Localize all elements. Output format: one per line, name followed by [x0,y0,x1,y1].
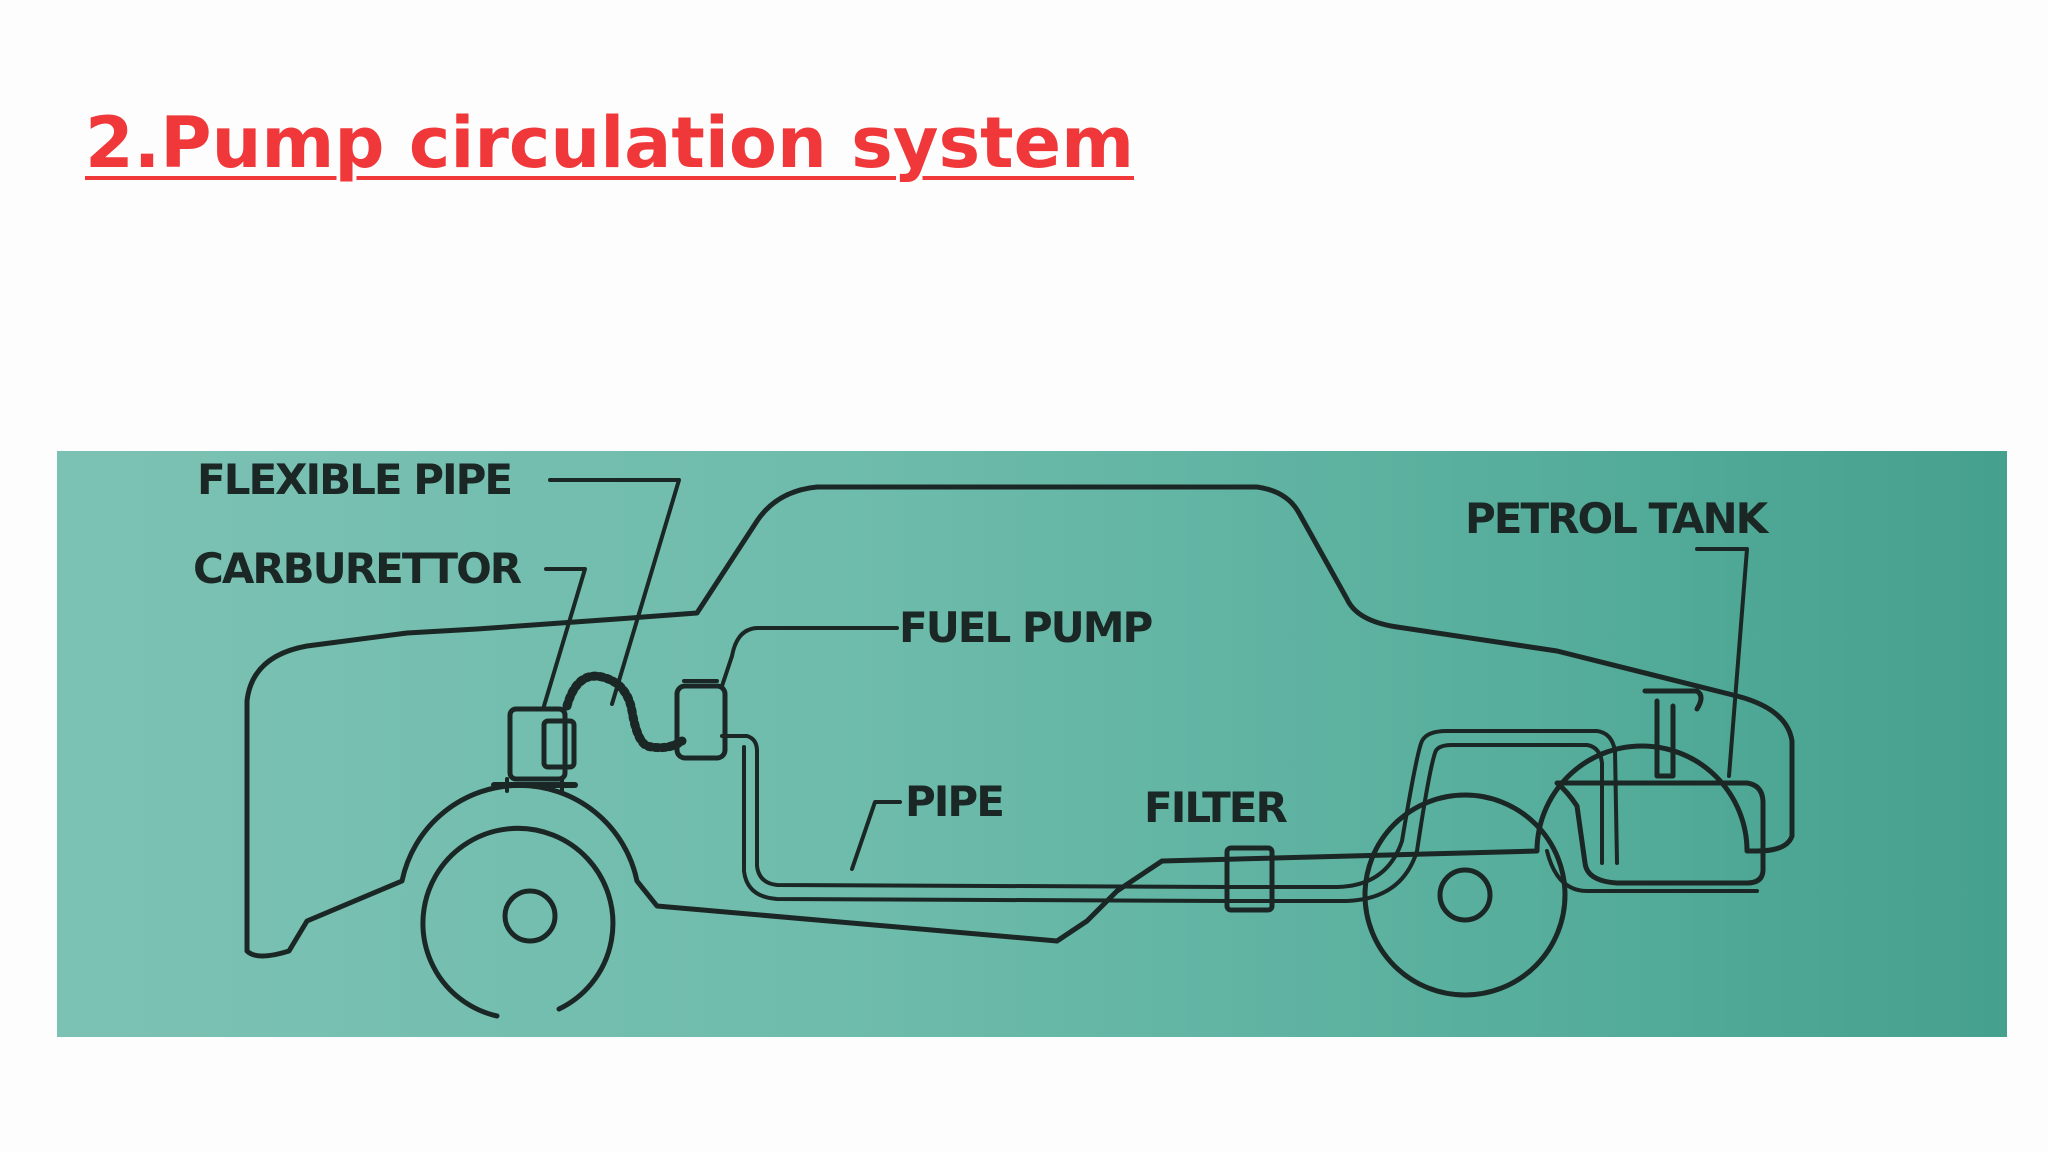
label-carburettor: CARBURETTOR [193,544,522,593]
front-wheel [420,825,616,1019]
front-hub [502,888,558,944]
rear-wheel [1362,792,1568,998]
slide-title: 2.Pump circulation system [85,102,1135,184]
petrol-tank-unit [1545,688,1766,893]
fuel-line [720,729,1619,889]
fuel-system-diagram: FLEXIBLE PIPE CARBURETTOR FUEL PUMP PIPE… [57,451,2007,1037]
label-petrol-tank: PETROL TANK [1465,494,1770,543]
fuel-pump-leader [720,626,899,688]
pipe-leader [850,800,902,871]
flexible-pipe-leader [548,478,681,706]
filter-unit [1224,845,1275,913]
car-diagram-drawing: FLEXIBLE PIPE CARBURETTOR FUEL PUMP PIPE… [193,455,1795,1019]
label-fuel-pump: FUEL PUMP [899,603,1153,652]
petrol-tank-leader [1695,547,1749,778]
label-pipe: PIPE [905,777,1003,826]
fuel-pump-unit [674,679,728,761]
label-flexible-pipe: FLEXIBLE PIPE [197,455,511,504]
flexible-pipe-coil [562,671,687,753]
carburettor-unit [491,706,578,793]
rear-hub [1437,867,1493,923]
label-filter: FILTER [1144,783,1287,832]
carburettor-leader [542,567,587,708]
